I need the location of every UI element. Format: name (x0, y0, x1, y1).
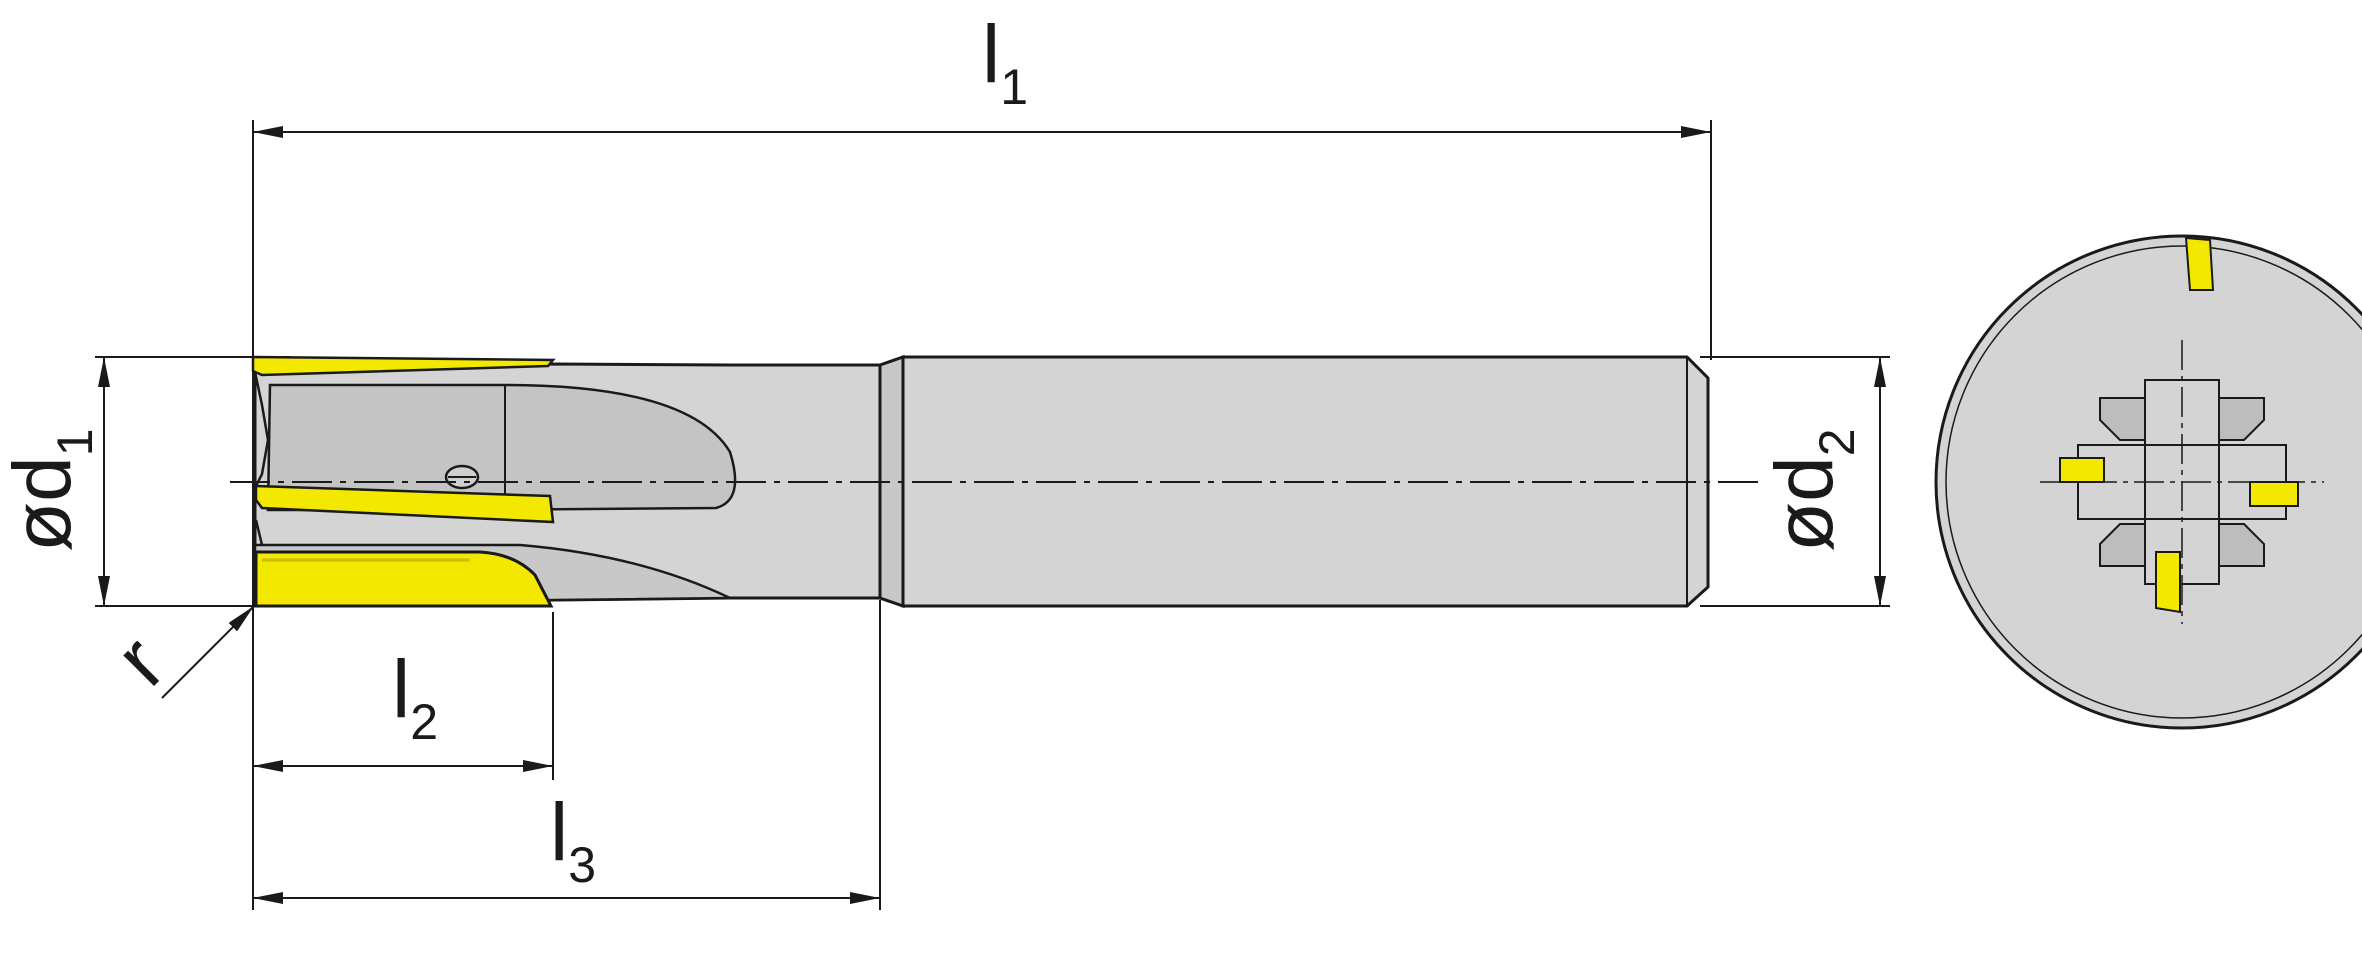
label-l3: l3 (550, 787, 596, 893)
dimensions (95, 120, 1890, 910)
label-l1: l1 (982, 9, 1028, 115)
end-insert-left (2059, 457, 2105, 483)
insert-middle (254, 484, 555, 524)
end-insert-right (2249, 481, 2299, 507)
label-d2: ød2 (1759, 428, 1865, 552)
label-l2: l2 (392, 644, 438, 750)
label-d1: ød1 (0, 428, 103, 552)
flute (266, 383, 737, 512)
end-insert-top (2184, 236, 2215, 291)
tool-side-view (251, 354, 1710, 609)
end-insert-bottom (2155, 551, 2181, 614)
insert-bottom (254, 550, 554, 608)
label-r: r (98, 619, 182, 703)
tool-end-view (1934, 234, 2362, 730)
dim-r-leader (161, 605, 255, 699)
cutter-front-face (253, 371, 270, 546)
